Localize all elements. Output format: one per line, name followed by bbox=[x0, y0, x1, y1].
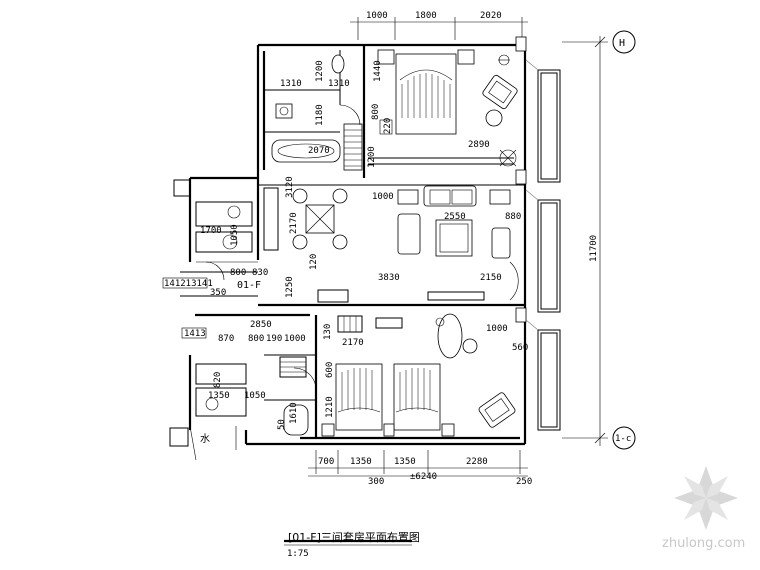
dim-130: 130 bbox=[323, 324, 333, 340]
dim-1310a: 1310 bbox=[280, 79, 302, 89]
dim-bottom-1350a: 1350 bbox=[350, 457, 372, 467]
dim-870: 870 bbox=[218, 334, 234, 344]
column-lower-right bbox=[515, 307, 527, 323]
tags: 141213141 01-F 1413 bbox=[162, 277, 261, 339]
dim-1700: 1700 bbox=[200, 226, 222, 236]
room-tag-01f: 01-F bbox=[237, 280, 261, 291]
dim-820: 820 bbox=[213, 372, 223, 388]
water-label: 水 bbox=[200, 433, 210, 445]
dim-right-11700: 11700 bbox=[589, 235, 599, 262]
dim-220: 220 bbox=[383, 118, 393, 134]
dim-1000b: 1000 bbox=[284, 334, 306, 344]
dim-800a: 800 bbox=[371, 104, 381, 120]
dim-bottom-700: 700 bbox=[318, 457, 334, 467]
dim-1050: 1050 bbox=[230, 224, 240, 246]
dim-3830: 3830 bbox=[378, 273, 400, 283]
dim-2150: 2150 bbox=[480, 273, 502, 283]
dim-bottom-1350b: 1350 bbox=[394, 457, 416, 467]
dim-800c: 800 bbox=[248, 334, 264, 344]
right-dimension: 11700 H 1-c bbox=[562, 30, 636, 450]
plant-master bbox=[499, 149, 517, 167]
watermark-logo-icon bbox=[674, 466, 738, 530]
grid-label-1c: 1-c bbox=[615, 434, 631, 444]
dim-190: 190 bbox=[266, 334, 282, 344]
drawing-title: [01-F]三间套房平面布置图 bbox=[288, 531, 420, 544]
dim-600: 600 bbox=[325, 362, 335, 378]
living-dining bbox=[258, 184, 525, 307]
interior-dimensions: 1310 1200 1310 1440 1180 800 220 2070 12… bbox=[200, 60, 528, 430]
twin-bed-1 bbox=[335, 363, 383, 431]
sideboard-living bbox=[263, 187, 279, 251]
dim-2890: 2890 bbox=[468, 140, 490, 150]
dim-bottom-250: 250 bbox=[516, 477, 532, 487]
dim-2170b: 2170 bbox=[342, 338, 364, 348]
dim-2170a: 2170 bbox=[289, 212, 299, 234]
column-top-right bbox=[515, 36, 527, 52]
dim-2850: 2850 bbox=[250, 320, 272, 330]
dim-1310b: 1310 bbox=[328, 79, 350, 89]
dim-1210: 1210 bbox=[325, 396, 335, 418]
column-mid-right bbox=[515, 169, 527, 185]
dim-bottom-2280: 2280 bbox=[466, 457, 488, 467]
dim-880: 880 bbox=[505, 212, 521, 222]
dim-120: 120 bbox=[309, 254, 319, 270]
watermark-text: zhulong.com bbox=[662, 536, 746, 551]
bathtub-lower bbox=[283, 404, 309, 436]
dim-1440: 1440 bbox=[373, 60, 383, 82]
twin-bed-2 bbox=[393, 363, 441, 431]
dim-800b: 800 bbox=[230, 268, 246, 278]
dim-350: 350 bbox=[210, 288, 226, 298]
grid-bubble-h bbox=[612, 30, 636, 54]
armchair-twin bbox=[478, 392, 516, 428]
dim-830: 830 bbox=[252, 268, 268, 278]
master-suite bbox=[264, 45, 518, 178]
closet-upper bbox=[343, 123, 363, 171]
top-dimension-chain: 1000 1800 2020 bbox=[350, 11, 528, 40]
twin-bedroom bbox=[264, 313, 516, 438]
round-table-lower bbox=[437, 313, 463, 359]
grid-label-h: H bbox=[619, 38, 625, 49]
left-utility: 水 bbox=[169, 179, 258, 461]
dim-top-1800: 1800 bbox=[415, 11, 437, 21]
bottom-dimension-chain: 700 1350 1350 2280 300 ±6240 250 bbox=[308, 450, 532, 487]
dim-1180: 1180 bbox=[315, 104, 325, 126]
dim-bottom-300: 300 bbox=[368, 477, 384, 487]
coffee-table bbox=[435, 219, 473, 257]
dim-1250: 1250 bbox=[285, 276, 295, 298]
dim-3120: 3120 bbox=[285, 176, 295, 198]
toilet-lower-left bbox=[205, 397, 219, 411]
dim-top-1000: 1000 bbox=[366, 11, 388, 21]
armchair-master bbox=[482, 74, 518, 110]
bathtub-upper bbox=[271, 139, 341, 163]
dim-1200b: 1200 bbox=[367, 146, 377, 168]
door-tag-1413: 1413 bbox=[184, 329, 206, 339]
dim-1000a: 1000 bbox=[372, 192, 394, 202]
dim-2070: 2070 bbox=[308, 146, 330, 156]
drawing-scale: 1:75 bbox=[287, 549, 309, 559]
title-block-lines bbox=[284, 539, 412, 546]
dim-560: 560 bbox=[512, 343, 528, 353]
sink-upper bbox=[275, 103, 293, 119]
toilet-left bbox=[222, 234, 238, 250]
window-bays bbox=[525, 59, 561, 431]
tv-cabinet bbox=[427, 291, 485, 301]
dim-1200: 1200 bbox=[315, 60, 325, 82]
dim-2550: 2550 bbox=[444, 212, 466, 222]
dim-1000c: 1000 bbox=[486, 324, 508, 334]
dim-1610: 1610 bbox=[289, 402, 299, 424]
dim-top-2020: 2020 bbox=[480, 11, 502, 21]
outer-walls bbox=[180, 36, 527, 446]
dim-50: 50 bbox=[277, 419, 287, 430]
side-tag: 141213141 bbox=[164, 279, 213, 289]
dim-1050b: 1050 bbox=[244, 391, 266, 401]
toilet-upper bbox=[331, 54, 345, 74]
dim-1350: 1350 bbox=[208, 391, 230, 401]
dim-bottom-6240: ±6240 bbox=[410, 472, 437, 482]
grid-bubble-1c bbox=[612, 426, 636, 450]
